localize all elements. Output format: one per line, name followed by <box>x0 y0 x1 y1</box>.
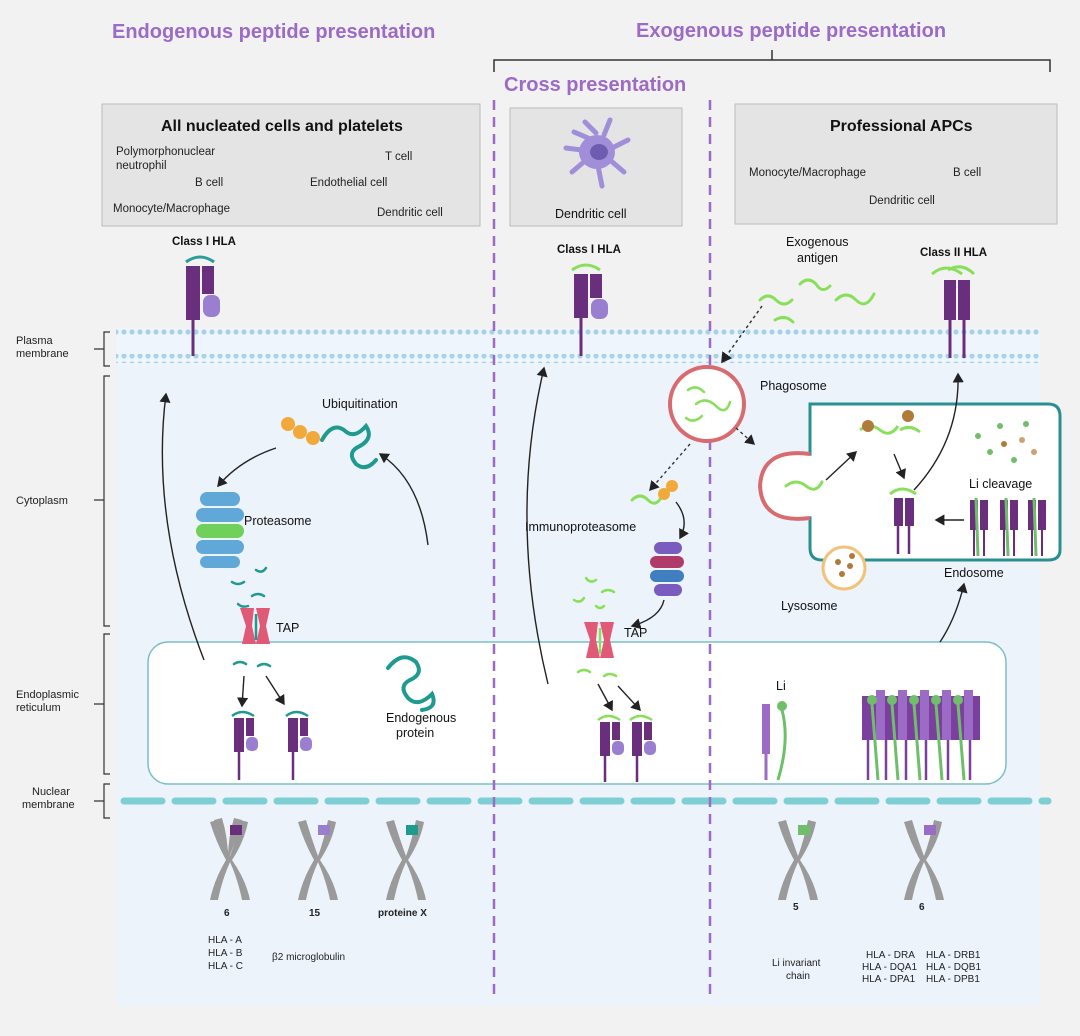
plasma-label-2: membrane <box>16 348 69 360</box>
pmn-label-1: Polymorphonuclear <box>116 146 215 158</box>
er-classI-mid-1 <box>597 714 624 782</box>
endogenous-label-2: protein <box>396 726 434 740</box>
chr3-number: proteine X <box>378 908 427 919</box>
tap-mid-label: TAP <box>624 626 647 640</box>
mono-label: Monocyte/Macrophage <box>113 203 230 215</box>
immunoproteasome-icon <box>650 542 684 596</box>
classII-label: Class II HLA <box>920 247 987 259</box>
nuclear-label-1: Nuclear <box>32 786 70 798</box>
ubiquitin-chain-icon <box>281 417 378 470</box>
chr5-number: 6 <box>919 902 925 913</box>
apc-dc-label: Dendritic cell <box>869 195 935 207</box>
chr2-number: 15 <box>309 908 321 919</box>
tap-mid-icon <box>584 622 614 658</box>
phagosome-icon <box>668 365 746 443</box>
chr1-line3: HLA - C <box>208 961 243 972</box>
classI-left-label: Class I HLA <box>172 236 236 248</box>
proteasome-label: Proteasome <box>244 514 311 528</box>
exogenous-bracket <box>493 50 1051 72</box>
chr1-line1: HLA - A <box>208 935 242 946</box>
antigen-peptide-mid <box>630 494 664 505</box>
lysosome-icon <box>821 545 867 591</box>
cross-title: Cross presentation <box>504 74 686 96</box>
licleavage-label: Li cleavage <box>969 477 1032 491</box>
chromosome-5 <box>778 820 818 900</box>
antigen-degradation-icon <box>859 410 921 435</box>
chr4-line2: chain <box>786 971 810 982</box>
peptides-in-er-left <box>232 660 272 668</box>
er-classI-mid-2 <box>629 714 656 782</box>
chr5-b1: HLA - DRB1 <box>926 950 981 961</box>
exogenous-title: Exogenous peptide presentation <box>636 20 946 42</box>
exogenous-antigen-icon <box>758 278 876 324</box>
classI-hla-left <box>185 255 220 356</box>
classII-loaded-endosome <box>889 487 917 554</box>
li-classII-endosome <box>970 497 1046 557</box>
dc-label: Dendritic cell <box>377 207 443 219</box>
li-chain-icon <box>762 701 787 781</box>
chr5-b3: HLA - DPB1 <box>926 974 980 985</box>
chromosome-6-right <box>904 820 944 900</box>
er-label-2: reticulum <box>16 702 61 714</box>
chr4-number: 5 <box>793 902 799 913</box>
lysosome-label: Lysosome <box>781 599 838 613</box>
endoplasmic-reticulum <box>147 641 1007 785</box>
chr5-b2: HLA - DQB1 <box>926 962 981 973</box>
peptide-fragments-mid <box>572 576 616 610</box>
chr5-a2: HLA - DQA1 <box>862 962 917 973</box>
chr2-line1: β2 microglobulin <box>272 952 345 963</box>
classII-hla-membrane <box>931 265 976 358</box>
apc-mono-label: Monocyte/Macrophage <box>749 167 866 179</box>
ubiquitination-label: Ubiquitination <box>322 397 398 411</box>
chr4-line1: Li invariant <box>772 958 821 969</box>
plasma-label-1: Plasma <box>16 335 54 347</box>
er-classI-left-1 <box>231 710 258 780</box>
classII-li-complex <box>862 690 980 781</box>
chr1-number: 6 <box>224 908 230 919</box>
exo-label-1: Exogenous <box>786 235 849 249</box>
peptide-fragments-left <box>230 566 268 608</box>
endogenous-label-1: Endogenous <box>386 711 456 725</box>
apc-bcell-label: B cell <box>953 167 981 179</box>
classI-hla-mid <box>571 263 608 356</box>
nuclear-label-2: membrane <box>22 799 75 811</box>
nucleated-cells-box <box>101 103 481 227</box>
proteasome-icon <box>196 492 244 568</box>
apc-box-title: Professional APCs <box>830 118 973 135</box>
chromosome-protein-x <box>386 820 426 900</box>
ubiquitin-mid-icon <box>658 480 678 500</box>
classI-mid-label: Class I HLA <box>557 244 621 256</box>
compartment-brackets <box>94 331 110 819</box>
endogenous-title: Endogenous peptide presentation <box>112 21 435 43</box>
chr5-a3: HLA - DPA1 <box>862 974 916 985</box>
bcell-label: B cell <box>195 177 223 189</box>
tap-left-label: TAP <box>276 621 299 635</box>
dendritic-box-label: Dendritic cell <box>555 207 627 221</box>
chr1-line2: HLA - B <box>208 948 243 959</box>
phagosome-label: Phagosome <box>760 379 827 393</box>
chromosome-6-left <box>210 818 250 900</box>
pmn-label-2: neutrophil <box>116 160 167 172</box>
endosome-label: Endosome <box>944 566 1004 580</box>
peptide-debris-icon <box>975 421 1037 463</box>
chr5-a1: HLA - DRA <box>866 950 915 961</box>
cytoplasm-label: Cytoplasm <box>16 495 68 507</box>
professional-apc-box <box>734 103 1058 225</box>
exo-label-2: antigen <box>797 251 838 265</box>
tcell-label: T cell <box>385 151 412 163</box>
nucleated-box-title: All nucleated cells and platelets <box>161 118 403 135</box>
tap-left-icon <box>240 608 270 644</box>
chromosome-15 <box>298 820 338 900</box>
endothelial-label: Endothelial cell <box>310 177 387 189</box>
li-label: Li <box>776 679 786 693</box>
endogenous-protein-icon <box>386 655 436 712</box>
immunoproteasome-label: Immunoproteasome <box>525 520 636 534</box>
er-label-1: Endoplasmic <box>16 689 79 701</box>
er-classI-left-2 <box>285 710 312 780</box>
dendritic-cell-icon <box>563 117 631 189</box>
